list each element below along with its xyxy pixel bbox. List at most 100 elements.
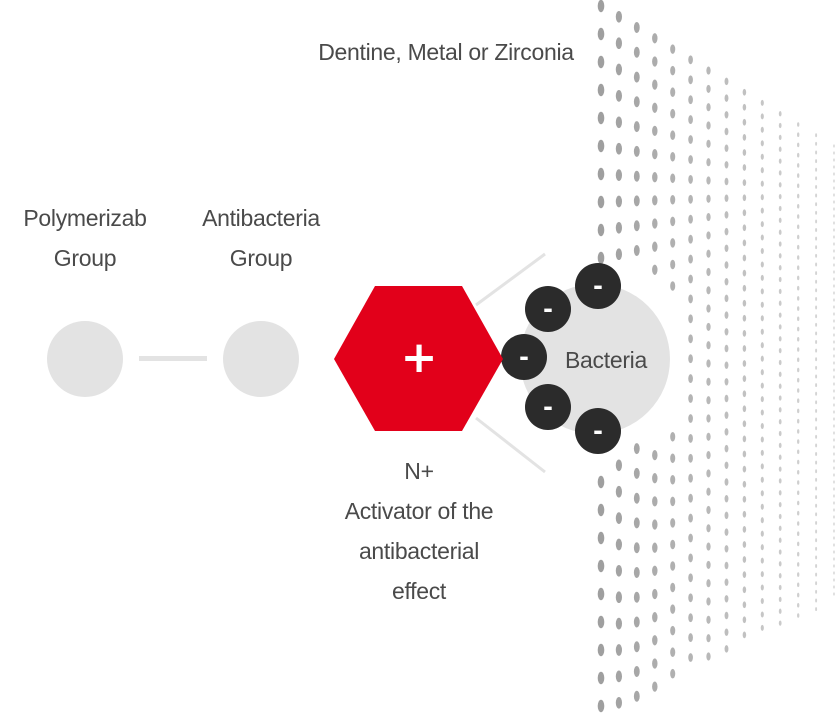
surface-dot bbox=[615, 169, 623, 181]
activator-label-line4: effect bbox=[392, 578, 447, 604]
surface-dot bbox=[815, 340, 818, 344]
surface-dot bbox=[597, 83, 605, 97]
surface-dot bbox=[670, 625, 676, 636]
surface-dot bbox=[706, 524, 711, 533]
surface-dot bbox=[724, 161, 729, 169]
surface-dot bbox=[670, 539, 676, 550]
surface-dot bbox=[615, 116, 623, 129]
surface-dot bbox=[688, 593, 693, 603]
svg-text:-: - bbox=[593, 417, 603, 445]
surface-dot bbox=[706, 505, 711, 515]
surface-dot bbox=[724, 94, 729, 102]
surface-dot bbox=[760, 544, 764, 551]
surface-dot bbox=[652, 218, 658, 229]
surface-dot bbox=[688, 234, 693, 244]
surface-dot bbox=[797, 163, 800, 168]
surface-dot bbox=[615, 512, 623, 524]
surface-dot bbox=[833, 515, 835, 519]
surface-dot bbox=[633, 517, 640, 529]
surface-dot bbox=[652, 264, 658, 275]
surface-dot bbox=[833, 326, 835, 330]
surface-dot bbox=[742, 616, 747, 624]
surface-dot bbox=[688, 354, 693, 364]
surface-dot bbox=[688, 254, 693, 264]
surface-dot bbox=[760, 194, 764, 201]
surface-dot bbox=[706, 615, 711, 624]
surface-dot bbox=[815, 167, 818, 172]
surface-dot bbox=[833, 200, 835, 204]
surface-dot bbox=[815, 452, 818, 456]
surface-dot bbox=[688, 155, 693, 164]
surface-dot bbox=[688, 55, 693, 65]
surface-dot bbox=[724, 378, 729, 386]
surface-dot bbox=[742, 631, 747, 639]
surface-dot bbox=[724, 177, 729, 186]
surface-dot bbox=[724, 478, 729, 486]
surface-dot bbox=[706, 103, 711, 112]
surface-dot bbox=[652, 473, 658, 484]
surface-dot bbox=[778, 205, 782, 212]
surface-dot bbox=[706, 542, 711, 551]
surface-dot bbox=[742, 556, 747, 563]
surface-dot bbox=[633, 195, 640, 207]
surface-dot bbox=[724, 244, 729, 253]
surface-dot bbox=[815, 383, 818, 388]
surface-dot bbox=[778, 229, 782, 235]
surface-dot bbox=[670, 647, 676, 657]
surface-dot bbox=[833, 403, 835, 407]
surface-dot bbox=[778, 383, 782, 389]
activator-plus-symbol: + bbox=[401, 332, 438, 383]
surface-dot bbox=[597, 195, 605, 209]
surface-dot bbox=[797, 377, 800, 383]
surface-dot bbox=[778, 359, 782, 366]
surface-dot bbox=[688, 414, 693, 423]
surface-dot bbox=[688, 135, 693, 144]
surface-dot bbox=[815, 219, 818, 224]
surface-dot bbox=[797, 296, 800, 301]
surface-dot bbox=[633, 245, 640, 256]
surface-dot bbox=[797, 521, 800, 526]
surface-dot bbox=[615, 63, 623, 76]
surface-dot bbox=[778, 276, 782, 283]
surface-dot bbox=[815, 331, 818, 336]
surface-dot bbox=[760, 234, 764, 241]
surface-dot bbox=[797, 582, 800, 588]
surface-dot bbox=[742, 435, 747, 443]
surface-dot bbox=[833, 347, 835, 351]
surface-dot bbox=[706, 286, 711, 295]
surface-dot bbox=[833, 473, 835, 477]
surface-dot bbox=[760, 557, 764, 564]
surface-dot bbox=[833, 354, 835, 358]
surface-dot bbox=[833, 277, 835, 281]
surface-dot bbox=[778, 549, 782, 555]
surface-dot bbox=[615, 696, 623, 709]
surface-dot bbox=[633, 145, 640, 157]
surface-dot bbox=[797, 398, 800, 404]
surface-dot bbox=[597, 531, 605, 545]
surface-dot bbox=[652, 172, 658, 183]
surface-dot bbox=[633, 666, 640, 677]
surface-dot bbox=[742, 420, 747, 428]
surface-dot bbox=[688, 394, 693, 403]
surface-dot bbox=[688, 214, 693, 224]
surface-dot bbox=[760, 611, 764, 618]
surface-dot bbox=[760, 261, 764, 268]
surface-dot bbox=[815, 202, 818, 207]
surface-dot bbox=[706, 304, 711, 313]
surface-dot bbox=[833, 214, 835, 218]
surface-dot bbox=[815, 400, 818, 405]
surface-dot bbox=[833, 389, 835, 393]
surface-dot bbox=[633, 121, 640, 133]
surface-dot bbox=[724, 277, 729, 286]
surface-dot bbox=[706, 176, 711, 185]
surface-dot bbox=[778, 253, 782, 259]
surface-dot bbox=[760, 503, 764, 510]
surface-dot bbox=[742, 345, 747, 352]
surface-dot bbox=[778, 146, 782, 152]
surface-dot bbox=[688, 194, 693, 204]
surface-dot bbox=[706, 469, 711, 478]
surface-dot bbox=[597, 475, 605, 489]
surface-dot bbox=[815, 271, 818, 276]
surface-dot bbox=[670, 668, 676, 679]
surface-dot bbox=[797, 541, 800, 547]
